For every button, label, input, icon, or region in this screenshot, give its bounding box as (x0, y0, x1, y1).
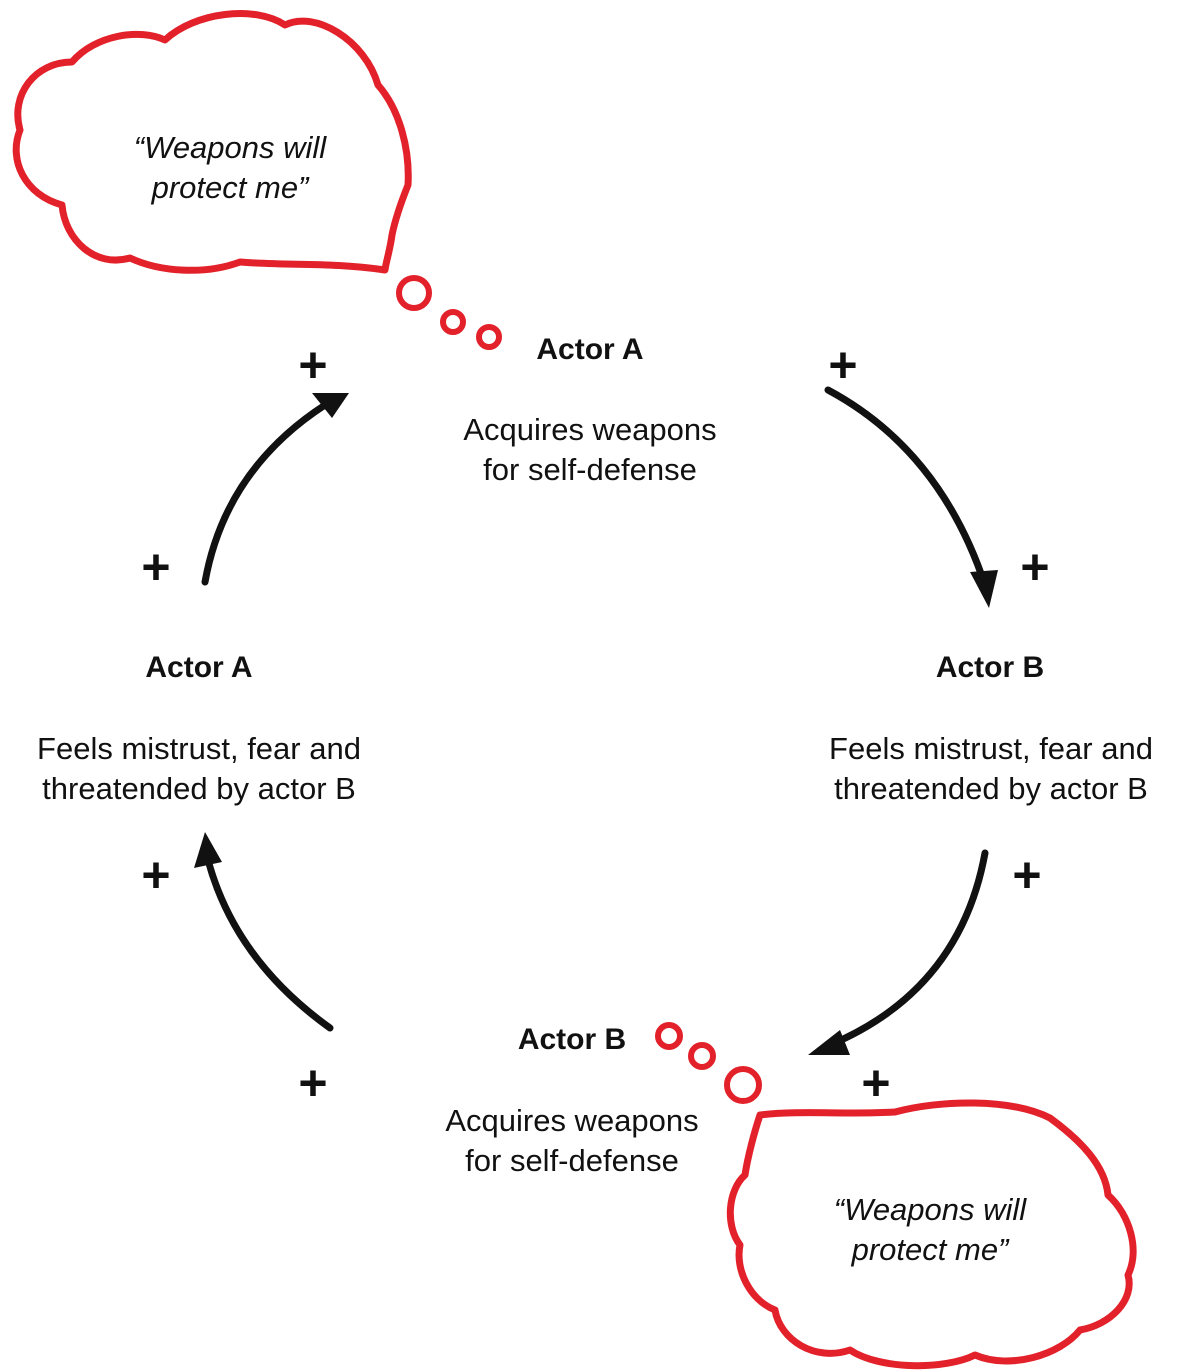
node-line: Feels mistrust, fear and (37, 731, 361, 766)
polarity-sign: + (141, 539, 171, 595)
arrow-top-to-right (824, 386, 989, 589)
polarity-sign: + (1012, 847, 1042, 903)
arrow-right-to-bottom (826, 849, 989, 1049)
thought-cloud-bottom (726, 1099, 1137, 1370)
thought-text-top: “Weapons will protect me” (90, 128, 370, 208)
polarity-sign: + (141, 847, 171, 903)
node-right-title: Actor B (935, 651, 1045, 684)
thought-bubble-medium (688, 1042, 716, 1070)
thought-bubble-small (655, 1022, 683, 1050)
thought-bubble-large (396, 275, 432, 311)
node-line: for self-defense (483, 452, 697, 487)
node-line: threatended by actor B (42, 771, 356, 806)
thought-bubble-small (476, 324, 502, 350)
node-top-title: Actor A (536, 333, 644, 366)
node-top-description: Acquires weapons for self-defense (420, 410, 760, 490)
polarity-sign: + (828, 337, 858, 393)
node-left-title: Actor A (145, 651, 253, 684)
node-left-description: Feels mistrust, fear and threatended by … (6, 729, 392, 809)
thought-line: protect me” (851, 1232, 1009, 1267)
node-right-description: Feels mistrust, fear and threatended by … (798, 729, 1184, 809)
arrowhead-left-to-top (312, 393, 349, 418)
node-line: Feels mistrust, fear and (829, 731, 1153, 766)
arrowhead-right-to-bottom (808, 1030, 850, 1055)
thought-cloud-top (12, 10, 412, 274)
arrowhead-top-to-right (970, 570, 998, 608)
polarity-sign: + (861, 1055, 891, 1111)
node-line: for self-defense (465, 1143, 679, 1178)
arrow-left-to-top (201, 401, 329, 586)
thought-bubble-medium (440, 309, 466, 335)
thought-line: “Weapons will (833, 1192, 1027, 1227)
arrowhead-bottom-to-left (194, 832, 222, 868)
thought-line: “Weapons will (133, 130, 327, 165)
node-bottom-title: Actor B (517, 1023, 627, 1056)
thought-text-bottom: “Weapons will protect me” (790, 1190, 1070, 1270)
arrow-bottom-to-left (204, 856, 334, 1032)
thought-bubble-large (724, 1066, 762, 1104)
node-line: threatended by actor B (834, 771, 1148, 806)
polarity-sign: + (298, 1055, 328, 1111)
node-line: Acquires weapons (463, 412, 717, 447)
polarity-sign: + (298, 337, 328, 393)
node-bottom-description: Acquires weapons for self-defense (402, 1101, 742, 1181)
polarity-sign: + (1020, 539, 1050, 595)
node-line: Acquires weapons (445, 1103, 699, 1138)
thought-line: protect me” (151, 170, 309, 205)
